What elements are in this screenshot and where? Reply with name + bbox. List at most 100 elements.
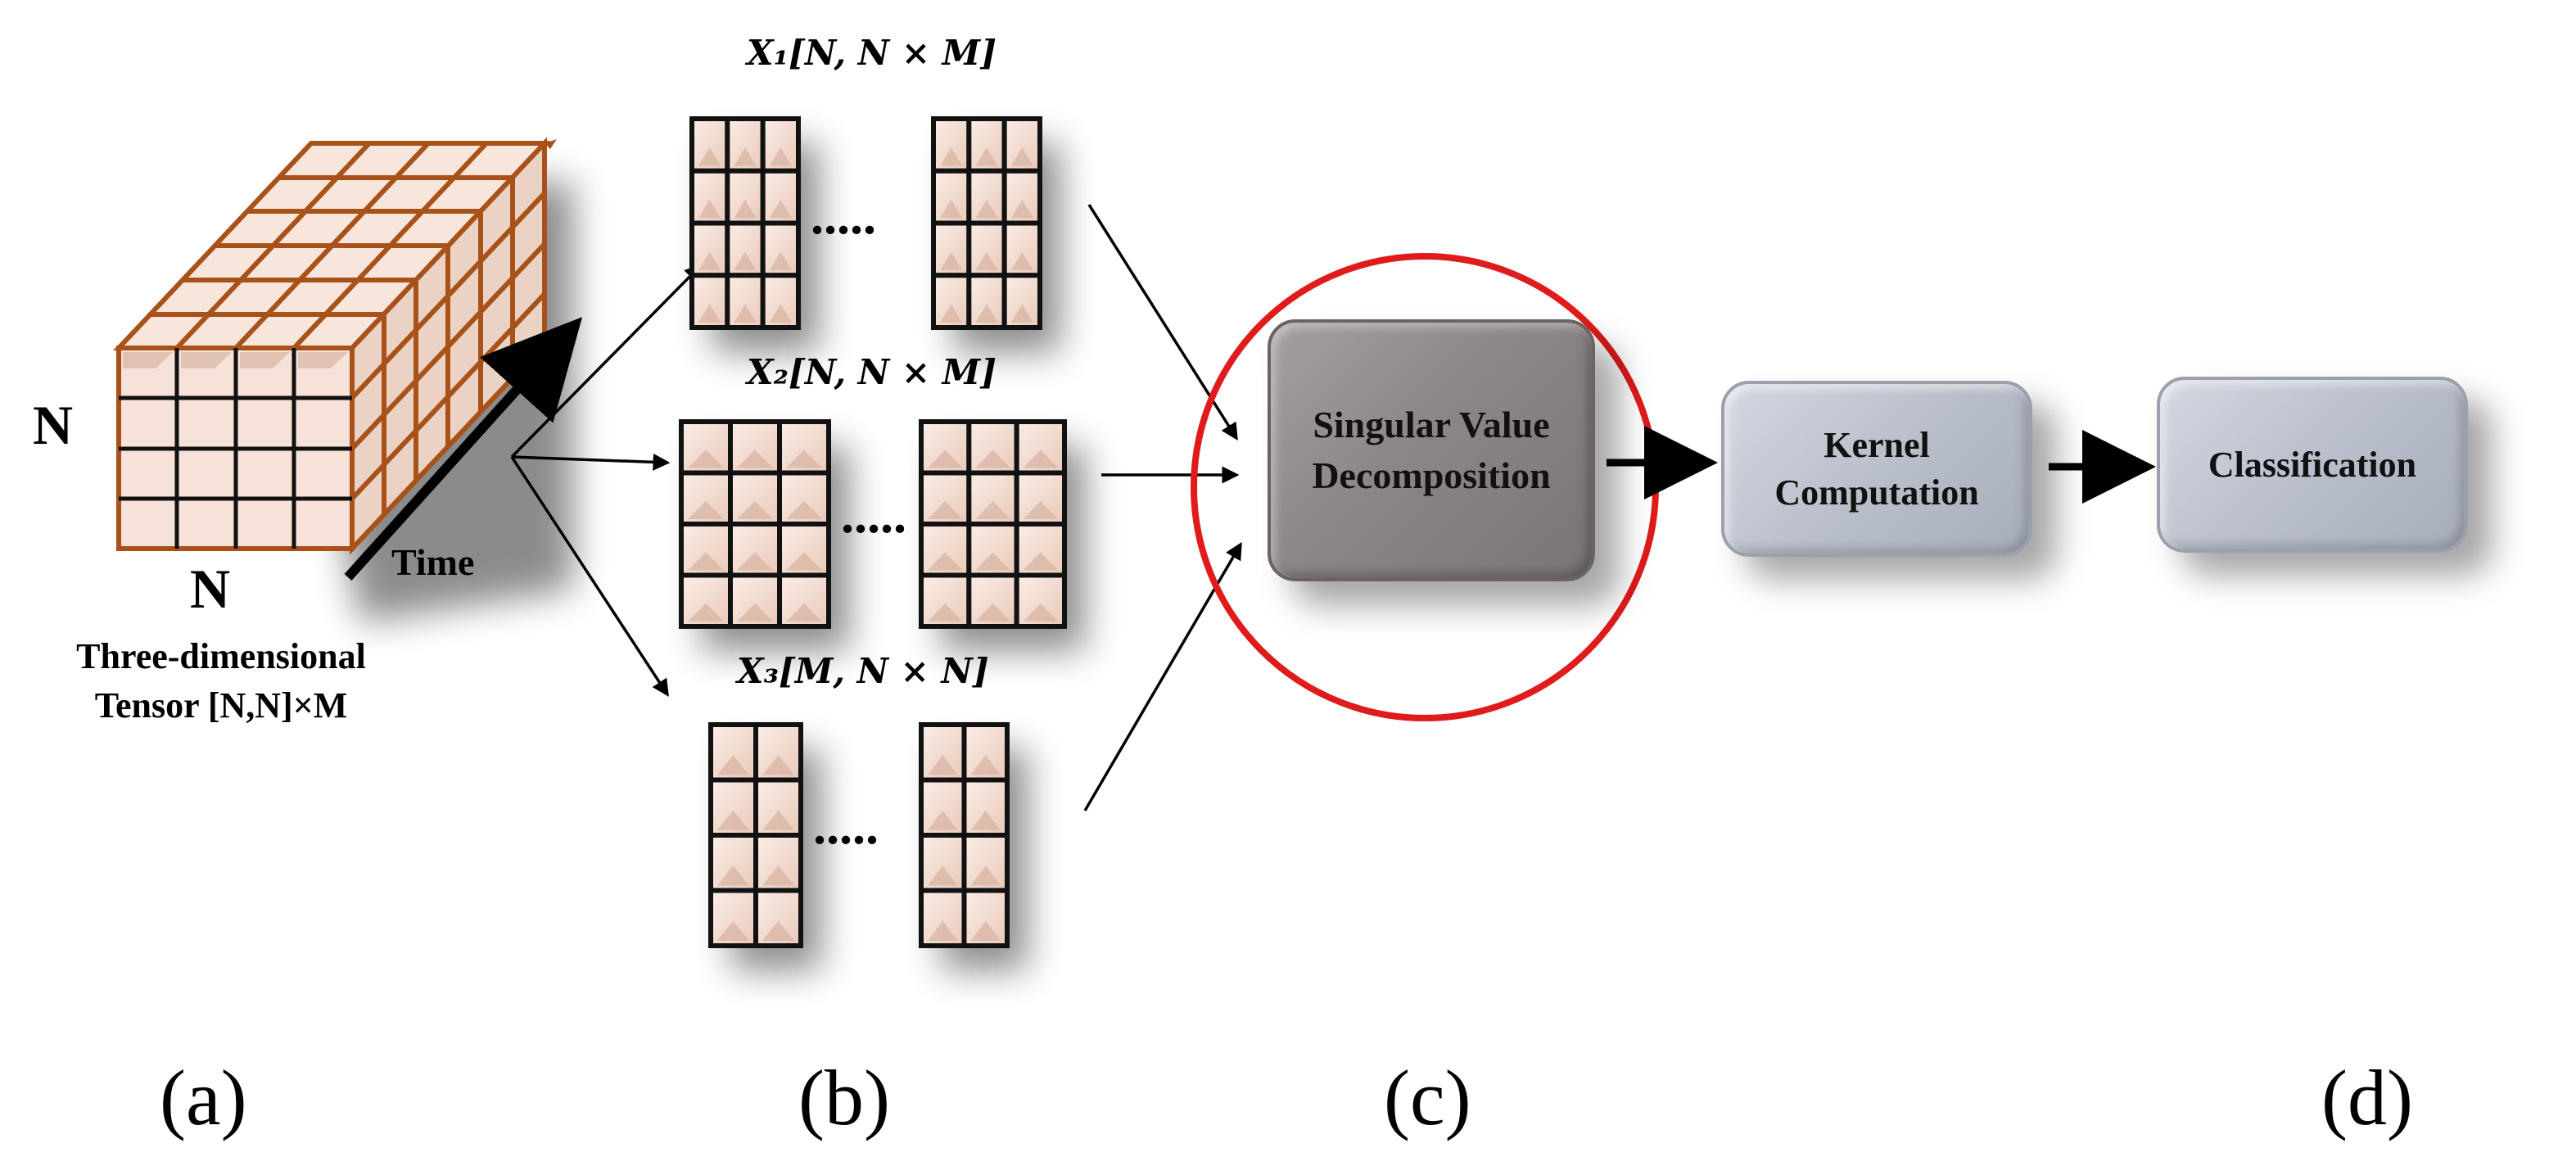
matrix-cell-bevel — [1010, 147, 1033, 166]
matrix-cell-bevel — [975, 603, 1010, 621]
unfold-arrows — [510, 264, 703, 697]
matrix-cell-bevel — [737, 603, 773, 621]
kernel-step-box: Kernel Computation — [1721, 381, 2032, 557]
matrix-cell-bevel — [928, 500, 963, 519]
matrix-block — [708, 722, 821, 970]
matrix-cell-bevel — [737, 450, 773, 468]
matrix-cell-bevel — [688, 603, 724, 621]
matrix-cell-bevel — [717, 865, 749, 886]
matrix-cell-bevel — [762, 810, 794, 830]
unfolding-label-x1: X₁[N, N × M] — [747, 33, 997, 73]
matrix-cell-bevel — [975, 147, 998, 166]
matrix-cell-bevel — [769, 147, 792, 166]
matrix-cell-bevel — [786, 450, 822, 468]
matrix-cell-bevel — [698, 304, 721, 323]
matrix-cell-bevel — [786, 603, 822, 621]
matrix-cell-bevel — [940, 147, 963, 166]
matrix-cell-bevel — [737, 552, 773, 571]
time-arrow — [344, 317, 583, 581]
time-label: Time — [391, 541, 475, 583]
tensor-dim-vertical: N — [33, 394, 74, 456]
panel-label-a: (a) — [160, 1054, 247, 1141]
kernel-label-line1: Kernel — [1824, 424, 1930, 465]
tensor-cube — [113, 137, 573, 622]
ellipsis-dots: ..... — [813, 797, 879, 855]
panel-label-d: (d) — [2321, 1054, 2413, 1141]
matrix-cell-bevel — [975, 552, 1010, 571]
matrix-cell-bevel — [975, 450, 1010, 468]
matrix-cell-bevel — [698, 251, 721, 271]
matrix-cell-bevel — [1010, 304, 1033, 323]
matrix-cell — [919, 888, 967, 948]
svd-step-box: Singular Value Decomposition — [1268, 319, 1595, 581]
panel-label-b: (b) — [798, 1054, 890, 1141]
matrix-cell-bevel — [940, 251, 963, 271]
matrix-cell-bevel — [734, 251, 757, 271]
matrix-cell-bevel — [975, 304, 998, 323]
panel-label-c: (c) — [1384, 1054, 1471, 1141]
matrix-cell-bevel — [734, 147, 757, 166]
ellipsis-dots: ..... — [841, 486, 906, 544]
matrix-cell-bevel — [786, 500, 822, 519]
matrix-cell-bevel — [970, 865, 1001, 886]
matrix-block — [689, 116, 819, 352]
matrix-cell-bevel — [762, 755, 794, 775]
svd-label-line1: Singular Value — [1313, 404, 1550, 445]
matrix-cell — [753, 777, 803, 838]
unfolding-label-x3: X₃[M, N × N] — [737, 651, 989, 691]
matrix-cell — [760, 273, 802, 330]
matrix-cell-bevel — [970, 810, 1001, 830]
kernel-label-line2: Computation — [1774, 472, 1979, 513]
tensor-caption-line2: Tensor [N,N]×M — [94, 685, 348, 725]
matrix-cell-bevel — [717, 810, 749, 830]
matrix-cell-bevel — [762, 865, 794, 886]
matrix-cell-bevel — [717, 920, 749, 941]
matrix-block — [931, 116, 1060, 352]
svd-label-line2: Decomposition — [1312, 454, 1551, 496]
matrix-cell-bevel — [1010, 251, 1033, 271]
ellipsis-dots: ..... — [811, 187, 876, 245]
unfolding-label-x2: X₂[N, N × M] — [747, 352, 997, 392]
matrix-cell-bevel — [1010, 199, 1033, 219]
matrix-cell-bevel — [688, 552, 724, 571]
classification-label: Classification — [2208, 444, 2417, 485]
classification-step-box: Classification — [2157, 377, 2468, 553]
matrix-cell-bevel — [928, 552, 963, 571]
matrix-cell-bevel — [769, 251, 792, 271]
tensor-caption: Three-dimensional Tensor [N,N]×M — [16, 632, 426, 730]
unfolding-matrices: ............... — [679, 116, 1085, 970]
matrix-cell-bevel — [975, 199, 998, 219]
matrix-block — [919, 722, 1028, 970]
matrix-cell-bevel — [734, 199, 757, 219]
matrix-cell-bevel — [762, 920, 794, 941]
matrix-cell-bevel — [717, 755, 749, 775]
matrix-cell-bevel — [1023, 500, 1058, 519]
matrix-cell-bevel — [928, 920, 958, 941]
step-arrows — [1607, 426, 2156, 504]
matrix-cell-bevel — [970, 755, 1001, 775]
matrix-cell-bevel — [970, 920, 1001, 941]
matrix-cell-bevel — [928, 810, 958, 830]
matrix-block — [679, 419, 849, 651]
matrix-cell-bevel — [786, 552, 822, 571]
matrix-cell-bevel — [688, 500, 724, 519]
matrix-cell-bevel — [928, 755, 958, 775]
matrix-block — [919, 419, 1085, 651]
matrix-cell-bevel — [928, 603, 963, 621]
tensor-caption-line1: Three-dimensional — [76, 636, 366, 676]
matrix-cell-bevel — [698, 147, 721, 166]
converge-arrows — [1083, 204, 1242, 811]
matrix-cell — [777, 470, 831, 526]
matrix-cell-bevel — [940, 304, 963, 323]
matrix-cell-bevel — [928, 865, 958, 886]
matrix-cell-bevel — [1023, 603, 1058, 621]
matrix-cell-bevel — [698, 199, 721, 219]
matrix-cell-bevel — [940, 199, 963, 219]
matrix-cell-bevel — [975, 251, 998, 271]
matrix-cell-bevel — [737, 500, 773, 519]
matrix-cell-bevel — [769, 199, 792, 219]
matrix-cell-bevel — [1023, 552, 1058, 571]
tensor-dim-horizontal: N — [190, 558, 231, 620]
